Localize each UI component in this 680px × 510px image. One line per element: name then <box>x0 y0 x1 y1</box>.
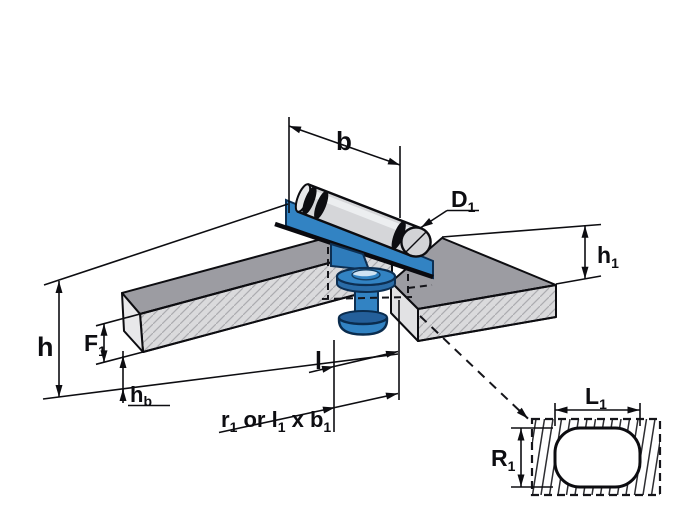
flange-recess <box>351 269 381 281</box>
label-r1: r1 or l1 x b1 <box>221 407 331 435</box>
detail-boundary <box>530 417 662 497</box>
slot-outline <box>553 426 642 489</box>
label-L1: L1 <box>585 383 607 412</box>
roller-ring <box>302 186 317 215</box>
hidden-slot-lines-front <box>321 296 413 300</box>
label-hb: hb <box>130 382 152 409</box>
label-h: h <box>37 332 54 362</box>
stud-assembly <box>335 266 397 336</box>
roller-ring <box>391 221 406 250</box>
label-d1: D1 <box>451 186 476 215</box>
dim-h1 <box>441 223 602 285</box>
dim-hb <box>119 351 170 407</box>
roller-highlight <box>304 187 420 239</box>
label-b: b <box>336 126 352 156</box>
dim-h <box>42 203 399 400</box>
label-R1: R1 <box>491 445 516 474</box>
stud-head-body <box>337 317 389 336</box>
roller <box>294 183 432 258</box>
label-l: l <box>315 347 322 375</box>
label-f1: F1 <box>84 330 106 359</box>
dim-L1 <box>554 403 641 426</box>
dimensions <box>42 117 602 434</box>
dim-R1 <box>511 427 553 488</box>
dim-d1 <box>420 209 479 229</box>
flange-top <box>335 266 397 287</box>
dim-r1 <box>218 392 399 434</box>
detail-view <box>511 403 662 497</box>
roller-diameter-line <box>405 231 427 253</box>
dim-l <box>308 300 400 432</box>
cam-roller-unit <box>274 183 434 336</box>
roller-ring <box>314 190 329 220</box>
dimension-labels: b D1 h1 h F1 hb l r1 or l1 x b1 L1 R1 <box>37 126 619 474</box>
dim-b <box>288 117 401 218</box>
label-h1: h1 <box>597 242 619 271</box>
detail-leader <box>419 315 529 420</box>
